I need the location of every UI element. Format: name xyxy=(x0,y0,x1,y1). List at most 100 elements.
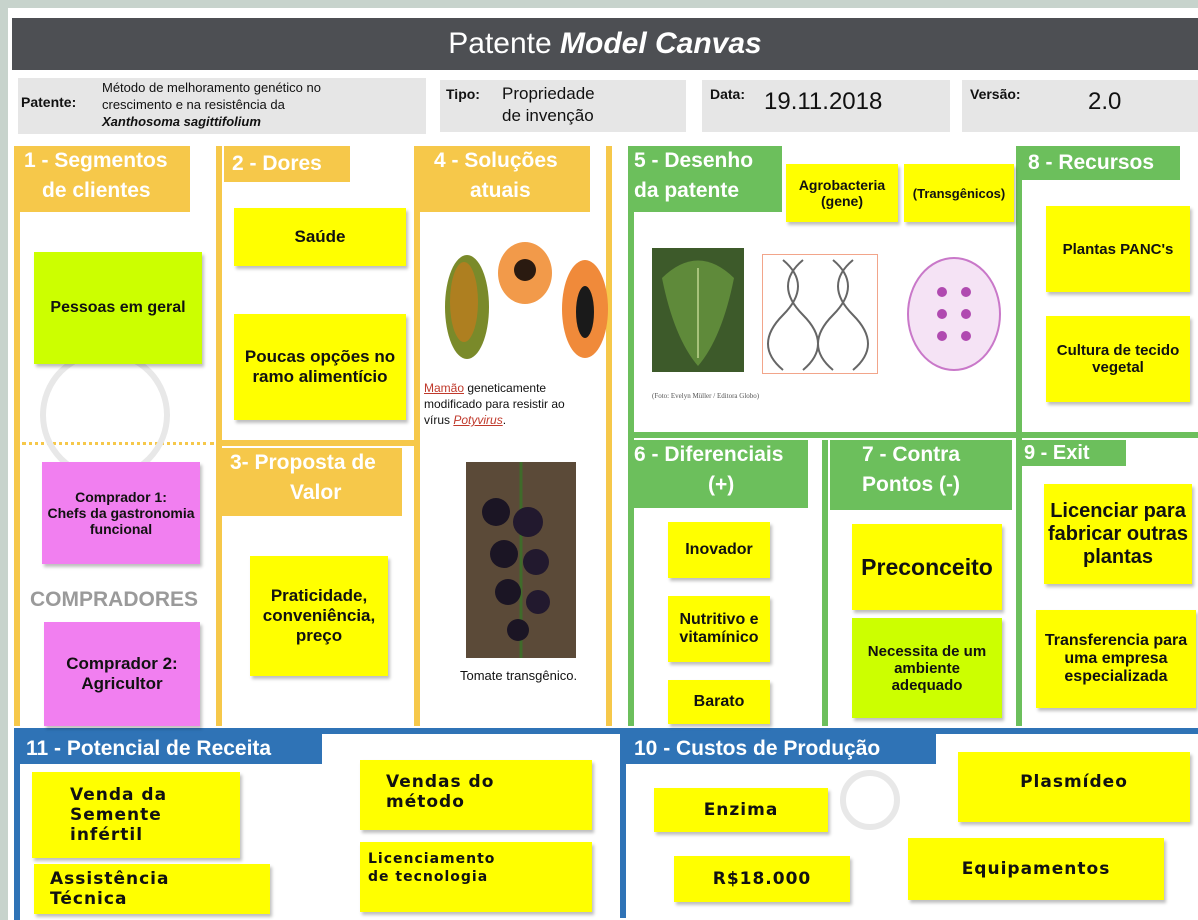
tipo-info-box: Tipo: Propriedade de invenção xyxy=(440,80,686,132)
note-transferencia: Transferencia para uma empresa especiali… xyxy=(1036,610,1196,708)
assistencia-line2: Técnica xyxy=(50,889,128,909)
divider-col3-right xyxy=(606,146,612,726)
title-main-text: Patente xyxy=(448,27,561,60)
note-enzima: Enzima xyxy=(654,788,828,832)
note-comprador-1: Comprador 1: Chefs da gastronomia funcio… xyxy=(42,462,200,564)
note-plantas-panc: Plantas PANC's xyxy=(1046,206,1190,292)
divider-row-middle xyxy=(634,432,1198,438)
comprador1-line1: Comprador 1: xyxy=(75,489,167,505)
comprador2-line2: Agricultor xyxy=(81,674,163,693)
dna-helix-image xyxy=(762,254,878,374)
papaya-whole-image xyxy=(442,252,492,362)
praticidade-line2: conveniência, xyxy=(262,606,376,625)
section-7-title-line1: 7 - Contra xyxy=(862,443,961,466)
vendas-metodo-line1: Vendas do xyxy=(386,772,495,792)
page-title: Patente Model Canvas xyxy=(12,18,1198,70)
section-header-7: 7 - Contra Pontos (-) xyxy=(830,440,1012,510)
mamao-caption-line3a: vírus xyxy=(424,413,454,427)
section-1-title-line1: 1 - Segmentos xyxy=(24,149,168,172)
section-3-title-line1: 3- Proposta de xyxy=(230,451,376,474)
section-header-6: 6 - Diferenciais (+) xyxy=(630,440,808,508)
note-comprador-2: Comprador 2: Agricultor xyxy=(44,622,200,726)
note-praticidade: Praticidade, conveniência, preço xyxy=(250,556,388,676)
mamao-link[interactable]: Mamão xyxy=(424,381,465,395)
nutritivo-line2: vitamínico xyxy=(679,629,759,646)
section-5-title-line2: da patente xyxy=(634,179,740,202)
comprador2-line1: Comprador 2: xyxy=(66,654,178,673)
papaya-half-image xyxy=(560,258,610,360)
section-1-title-line2: de clientes xyxy=(42,179,151,202)
licenciar-line2: fabricar outras xyxy=(1047,522,1189,545)
section-4-title-line1: 4 - Soluções xyxy=(434,149,558,172)
note-cultura-tecido: Cultura de tecido vegetal xyxy=(1046,316,1190,402)
divider-bottom-top xyxy=(14,728,1198,734)
mamao-caption-line3c: . xyxy=(502,413,507,427)
taro-leaf-image xyxy=(652,248,744,372)
transferencia-line1: Transferencia para xyxy=(1044,632,1188,649)
section-header-8: 8 - Recursos xyxy=(1020,146,1180,180)
versao-info-box: Versão: 2.0 xyxy=(962,80,1198,132)
divider-col2-right xyxy=(414,146,420,726)
necessita-line3: adequado xyxy=(891,676,963,694)
versao-value: 2.0 xyxy=(1088,88,1122,115)
compradores-label: COMPRADORES xyxy=(30,588,199,611)
necessita-line2: ambiente xyxy=(894,659,960,677)
section-header-4: 4 - Soluções atuais xyxy=(420,146,590,212)
mamao-caption-line2: modificado para resistir ao xyxy=(424,397,565,411)
cultura-line1: Cultura de tecido xyxy=(1056,342,1180,359)
note-nutritivo: Nutritivo e vitamínico xyxy=(668,596,770,662)
poucas-line1: Poucas opções no xyxy=(244,347,396,366)
cultura-line2: vegetal xyxy=(1092,359,1144,376)
note-transgenicos: (Transgênicos) xyxy=(904,164,1014,222)
coin-watermark-icon xyxy=(840,770,900,830)
agrobacteria-line1: Agrobacteria xyxy=(798,177,886,193)
plasmid-cell-image xyxy=(906,256,1002,372)
note-pessoas-em-geral: Pessoas em geral xyxy=(34,252,202,364)
photo-credit: (Foto: Evelyn Müller / Editora Globo) xyxy=(652,392,760,400)
note-necessita: Necessita de um ambiente adequado xyxy=(852,618,1002,718)
comprador1-line3: funcional xyxy=(89,521,153,537)
licenciar-line1: Licenciar para xyxy=(1050,499,1186,522)
section-3-title-line2: Valor xyxy=(290,481,342,504)
note-saude: Saúde xyxy=(234,208,406,266)
note-preconceito: Preconceito xyxy=(852,524,1002,610)
target-watermark-icon xyxy=(40,350,170,480)
praticidade-line3: preço xyxy=(295,626,343,645)
venda-semente-line3: infértil xyxy=(70,825,144,845)
tipo-value-line1: Propriedade xyxy=(502,84,595,103)
note-assistencia: Assistência Técnica xyxy=(34,864,270,914)
tomato-image xyxy=(466,462,576,658)
section-header-1: 1 - Segmentos de clientes xyxy=(20,146,190,212)
note-valor: R$18.000 xyxy=(674,856,850,902)
tomate-caption: Tomate transgênico. xyxy=(460,668,578,683)
potyvirus-link[interactable]: Potyvirus xyxy=(453,413,503,427)
data-value: 19.11.2018 xyxy=(764,88,883,115)
data-info-box: Data: 19.11.2018 xyxy=(702,80,950,132)
comprador1-line2: Chefs da gastronomia xyxy=(47,505,195,521)
divider-col1-right xyxy=(216,146,222,726)
licenciar-line3: plantas xyxy=(1082,545,1154,568)
papaya-slice-image xyxy=(496,240,554,306)
tipo-value-line2: de invenção xyxy=(502,106,594,125)
note-vendas-metodo: Vendas do método xyxy=(360,760,592,830)
section-header-11: 11 - Potencial de Receita xyxy=(20,734,322,764)
assistencia-line1: Assistência xyxy=(50,869,170,889)
vendas-metodo-line2: método xyxy=(386,792,465,812)
licenciamento-line1: Licenciamento xyxy=(368,851,496,867)
note-barato: Barato xyxy=(668,680,770,724)
section-7-title-line2: Pontos (-) xyxy=(862,473,960,496)
data-label: Data: xyxy=(710,86,746,102)
divider-bottom-left xyxy=(14,734,20,920)
venda-semente-line1: Venda da xyxy=(70,785,168,805)
versao-label: Versão: xyxy=(970,86,1021,102)
mamao-caption: Mamão geneticamente modificado para resi… xyxy=(424,380,604,428)
mamao-caption-rest: geneticamente xyxy=(464,381,547,395)
divider-col2-middle xyxy=(222,440,418,446)
transferencia-line3: especializada xyxy=(1064,668,1168,685)
divider-bottom-middle xyxy=(620,728,626,918)
note-agrobacteria: Agrobacteria (gene) xyxy=(786,164,898,222)
note-inovador: Inovador xyxy=(668,522,770,578)
note-equipamentos: Equipamentos xyxy=(908,838,1164,900)
patente-value-line2: crescimento e na resistência da xyxy=(102,97,285,112)
note-licenciar: Licenciar para fabricar outras plantas xyxy=(1044,484,1192,584)
